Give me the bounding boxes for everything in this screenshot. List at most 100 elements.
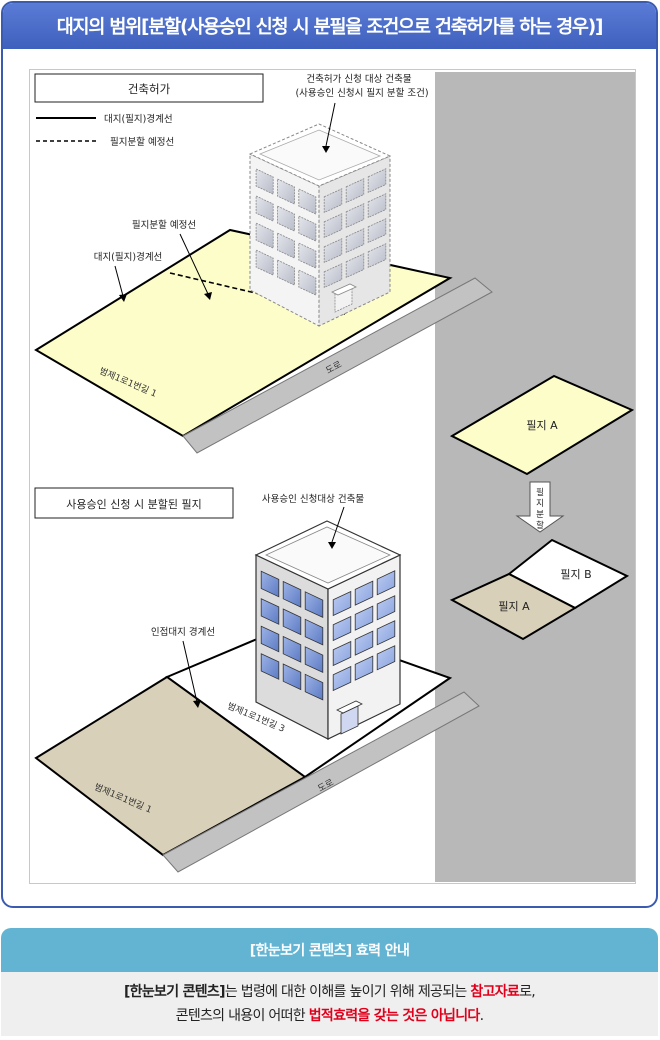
building-window bbox=[255, 222, 274, 249]
building-window bbox=[345, 203, 365, 229]
building-window bbox=[282, 663, 302, 691]
building-window bbox=[298, 215, 317, 242]
page-title: 대지의 범위[분할(사용승인 신청 시 분필을 조건으로 건축허가를 하는 경우… bbox=[56, 17, 604, 38]
top-building-windows-right bbox=[323, 168, 387, 289]
top-building-door bbox=[331, 283, 357, 313]
building-window bbox=[298, 188, 317, 215]
building-window bbox=[376, 595, 396, 621]
top-building-leader bbox=[325, 102, 336, 147]
building-window bbox=[354, 630, 374, 656]
building-window bbox=[354, 580, 374, 606]
building-window bbox=[332, 665, 352, 692]
building-window bbox=[376, 570, 396, 596]
diagram-area: 건축허가 대지(필지)경계선 필지분할 예정선 도로 범제1로1번길 1 bbox=[29, 69, 636, 884]
building-window bbox=[354, 655, 374, 681]
split-arrow-char-4: 할 bbox=[536, 520, 544, 531]
split-arrow bbox=[515, 481, 565, 533]
bottom-building-door bbox=[336, 700, 363, 735]
building-window bbox=[260, 653, 280, 680]
bottom-building-callout: 사용승인 신청대상 건축물 bbox=[262, 494, 364, 505]
notice-line1-end: 로, bbox=[519, 984, 536, 1000]
top-building-callout-1: 건축허가 신청 대상 건축물 bbox=[306, 74, 411, 85]
parcel-a-split bbox=[449, 572, 578, 641]
building-window bbox=[367, 168, 387, 194]
split-arrow-char-2: 지 bbox=[536, 499, 544, 509]
notice-header: [한눈보기 콘텐츠] 효력 안내 bbox=[1, 928, 658, 972]
top-building-callout-2: (사용승인 신청시 필지 분할 조건) bbox=[295, 87, 428, 99]
notice-line1-red: 참고자료 bbox=[470, 984, 520, 1000]
parcel-a-top-label: 필지 A bbox=[526, 419, 558, 432]
building-window bbox=[282, 635, 302, 663]
building-window bbox=[354, 605, 374, 631]
notice-title: [한눈보기 콘텐츠] 효력 안내 bbox=[249, 943, 410, 959]
building-window bbox=[298, 269, 317, 296]
split-line-arrowhead bbox=[204, 292, 212, 300]
top-building-arrowhead bbox=[322, 146, 330, 153]
bottom-lot-left bbox=[34, 675, 307, 857]
building-window bbox=[255, 249, 274, 276]
building-window bbox=[367, 218, 387, 244]
notice-line-1: [한눈보기 콘텐츠]는 법령에 대한 이해를 높이기 위해 제공되는 참고자료로… bbox=[123, 980, 536, 1004]
top-building bbox=[248, 123, 392, 327]
building-window bbox=[345, 178, 365, 204]
building-window bbox=[304, 618, 324, 646]
building-window bbox=[345, 253, 365, 279]
boundary-arrowhead bbox=[119, 294, 127, 302]
bottom-building-leader bbox=[331, 506, 345, 543]
split-arrow-char-3: 분 bbox=[536, 510, 544, 520]
building-window bbox=[332, 640, 352, 667]
notice-line-2: 콘텐츠의 내용이 어떠한 법적효력을 갖는 것은 아닙니다. bbox=[176, 1004, 484, 1028]
top-road bbox=[182, 277, 493, 454]
main-frame: 대지의 범위[분할(사용승인 신청 시 분필을 조건으로 건축허가를 하는 경우… bbox=[1, 1, 658, 908]
adjacent-leader bbox=[182, 640, 198, 703]
boundary-callout: 대지(필지)경계선 bbox=[94, 251, 163, 263]
bottom-building-windows-left bbox=[260, 570, 324, 701]
legend-solid-label: 대지(필지)경계선 bbox=[104, 113, 173, 125]
building-window bbox=[277, 178, 295, 205]
split-line-callout: 필지분할 예정선 bbox=[132, 219, 196, 231]
bottom-road bbox=[162, 691, 480, 873]
bottom-building-windows-right bbox=[332, 570, 396, 692]
title-bar: 대지의 범위[분할(사용승인 신청 시 분필을 조건으로 건축허가를 하는 경우… bbox=[3, 3, 656, 49]
building-window bbox=[282, 608, 302, 636]
building-window bbox=[277, 232, 295, 259]
building-window bbox=[323, 263, 343, 289]
building-window bbox=[277, 259, 295, 286]
building-window bbox=[260, 598, 280, 625]
building-window bbox=[260, 570, 280, 598]
building-window bbox=[255, 195, 274, 222]
notice-line1-bold: [한눈보기 콘텐츠] bbox=[123, 984, 226, 1000]
notice-line2-red: 법적효력을 갖는 것은 아닙니다 bbox=[308, 1008, 481, 1024]
building-window bbox=[298, 242, 317, 269]
bottom-box bbox=[34, 487, 234, 519]
building-window bbox=[376, 620, 396, 646]
parcel-a-top bbox=[449, 374, 635, 476]
building-window bbox=[260, 625, 280, 653]
notice-line1-mid: 는 법령에 대한 이해를 높이기 위해 제공되는 bbox=[224, 984, 471, 1000]
building-window bbox=[282, 580, 302, 608]
building-window bbox=[367, 243, 387, 269]
top-box-label: 건축허가 bbox=[128, 82, 171, 96]
notice-line2-start: 콘텐츠의 내용이 어떠한 bbox=[175, 1008, 309, 1024]
building-window bbox=[304, 673, 324, 701]
building-window bbox=[345, 228, 365, 254]
adjacent-arrowhead bbox=[193, 700, 201, 708]
building-window bbox=[304, 591, 324, 619]
boundary-leader bbox=[114, 265, 124, 297]
building-window bbox=[323, 238, 343, 264]
building-window bbox=[304, 646, 324, 674]
building-window bbox=[332, 615, 352, 642]
adjacent-callout: 인접대지 경계선 bbox=[151, 626, 215, 638]
split-line-leader bbox=[179, 233, 209, 295]
notice-line2-end: . bbox=[479, 1008, 484, 1024]
building-window bbox=[376, 645, 396, 671]
bottom-box-label: 사용승인 신청 시 분할된 필지 bbox=[66, 498, 201, 511]
diagram-svg: 건축허가 대지(필지)경계선 필지분할 예정선 도로 범제1로1번길 1 bbox=[34, 72, 635, 882]
top-building-windows-left bbox=[255, 168, 317, 296]
parcel-b-label: 필지 B bbox=[560, 568, 591, 581]
building-window bbox=[255, 168, 274, 195]
notice-body: [한눈보기 콘텐츠]는 법령에 대한 이해를 높이기 위해 제공되는 참고자료로… bbox=[1, 972, 658, 1036]
building-window bbox=[323, 188, 343, 214]
building-window bbox=[277, 205, 295, 232]
side-strip bbox=[435, 72, 635, 882]
